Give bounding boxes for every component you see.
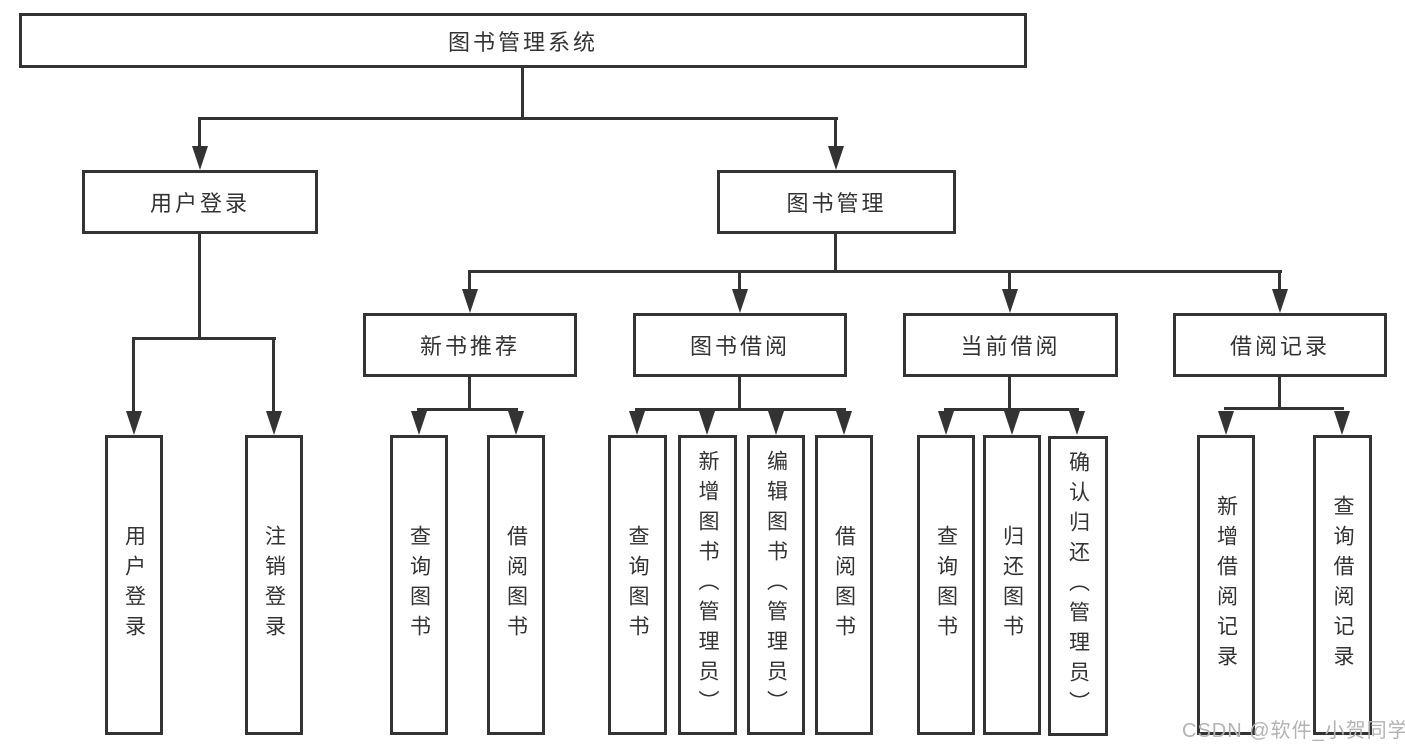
leaf-borrowing-add: 新增图书（管理员） xyxy=(678,435,737,735)
connector-line xyxy=(944,408,1079,411)
arrow-down-icon xyxy=(629,411,645,435)
connector-line xyxy=(417,408,518,411)
connector-line xyxy=(738,377,741,411)
node-user-login: 用户登录 xyxy=(82,170,318,234)
node-user-login-label: 用户登录 xyxy=(149,191,250,216)
leaf-borrowing-query: 查询图书 xyxy=(608,435,667,735)
connector-line xyxy=(468,377,471,411)
arrow-down-icon xyxy=(1218,411,1234,435)
connector-line xyxy=(198,120,201,150)
arrow-down-icon xyxy=(1069,411,1085,435)
leaf-borrowing-edit-label: 编辑图书（管理员） xyxy=(764,450,788,720)
connector-line xyxy=(198,117,838,120)
connector-line xyxy=(1008,377,1011,411)
node-book-management-label: 图书管理 xyxy=(786,191,887,216)
leaf-borrowing-query-label: 查询图书 xyxy=(626,525,649,645)
connector-line xyxy=(834,234,837,273)
node-current-borrowing: 当前借阅 xyxy=(903,313,1118,377)
leaf-borrowing-edit: 编辑图书（管理员） xyxy=(747,435,805,735)
arrow-down-icon xyxy=(1272,289,1288,313)
connector-line xyxy=(272,340,275,415)
connector-line xyxy=(1224,407,1344,410)
connector-line xyxy=(468,273,471,293)
leaf-records-query-label: 查询借阅记录 xyxy=(1331,495,1354,675)
leaf-records-add: 新增借阅记录 xyxy=(1197,435,1255,735)
node-current-borrowing-label: 当前借阅 xyxy=(960,334,1061,359)
leaf-current-return-label: 归还图书 xyxy=(1000,525,1024,645)
leaf-current-query-label: 查询图书 xyxy=(934,525,958,645)
leaf-borrowing-borrow-label: 借阅图书 xyxy=(832,525,856,645)
leaf-borrowing-add-label: 新增图书（管理员） xyxy=(696,450,719,720)
node-root-label: 图书管理系统 xyxy=(447,29,598,55)
arrow-down-icon xyxy=(938,411,954,435)
node-borrow-records-label: 借阅记录 xyxy=(1229,334,1330,359)
leaf-records-query: 查询借阅记录 xyxy=(1313,435,1372,735)
leaf-logout: 注销登录 xyxy=(245,435,303,735)
connector-line xyxy=(521,68,524,120)
arrow-down-icon xyxy=(126,411,142,435)
connector-line xyxy=(738,273,741,293)
leaf-current-query: 查询图书 xyxy=(917,435,975,735)
arrow-down-icon xyxy=(732,289,748,313)
node-book-borrowing-label: 图书借阅 xyxy=(689,334,790,359)
connector-line xyxy=(132,337,276,340)
arrow-down-icon xyxy=(1004,411,1020,435)
leaf-user-login-label: 用户登录 xyxy=(122,525,146,645)
arrow-down-icon xyxy=(768,411,784,435)
leaf-borrowing-borrow: 借阅图书 xyxy=(815,435,873,735)
connector-line xyxy=(1278,273,1281,293)
arrow-down-icon xyxy=(462,289,478,313)
watermark-text: CSDN @软件_小贺同学 xyxy=(1182,720,1405,742)
connector-line xyxy=(635,408,846,411)
node-new-book-recommend-label: 新书推荐 xyxy=(419,334,520,359)
leaf-user-login: 用户登录 xyxy=(105,435,163,735)
connector-line xyxy=(198,234,201,340)
leaf-newbooks-query: 查询图书 xyxy=(390,435,448,735)
node-root: 图书管理系统 xyxy=(19,13,1027,68)
arrow-down-icon xyxy=(699,411,715,435)
leaf-current-return: 归还图书 xyxy=(983,435,1041,735)
node-borrow-records: 借阅记录 xyxy=(1173,313,1387,377)
connector-line xyxy=(1008,273,1011,293)
leaf-newbooks-query-label: 查询图书 xyxy=(407,525,431,645)
arrow-down-icon xyxy=(266,411,282,435)
arrow-down-icon xyxy=(836,411,852,435)
node-book-borrowing: 图书借阅 xyxy=(633,313,847,377)
connector-line xyxy=(1278,377,1281,410)
arrow-down-icon xyxy=(508,411,524,435)
leaf-newbooks-borrow: 借阅图书 xyxy=(487,435,545,735)
connector-line xyxy=(468,270,1282,273)
arrow-down-icon xyxy=(828,146,844,170)
leaf-current-confirm-return: 确认归还（管理员） xyxy=(1048,436,1108,736)
connector-line xyxy=(834,120,837,150)
arrow-down-icon xyxy=(411,411,427,435)
arrow-down-icon xyxy=(1002,289,1018,313)
leaf-records-add-label: 新增借阅记录 xyxy=(1214,495,1238,675)
arrow-down-icon xyxy=(192,146,208,170)
leaf-current-confirm-return-label: 确认归还（管理员） xyxy=(1066,451,1090,721)
leaf-logout-label: 注销登录 xyxy=(262,525,286,645)
node-book-management: 图书管理 xyxy=(717,170,956,234)
arrow-down-icon xyxy=(1334,411,1350,435)
node-new-book-recommend: 新书推荐 xyxy=(363,313,577,377)
connector-line xyxy=(132,340,135,415)
leaf-newbooks-borrow-label: 借阅图书 xyxy=(504,525,528,645)
